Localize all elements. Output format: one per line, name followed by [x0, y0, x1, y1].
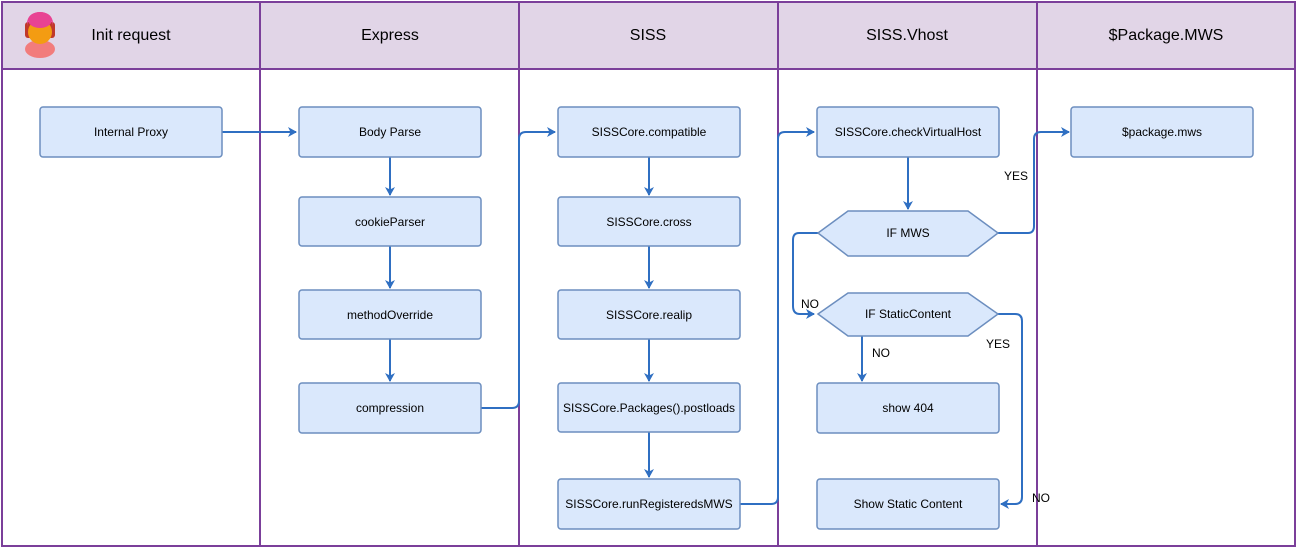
node-internal-proxy — [39, 106, 223, 158]
node-siss-realip — [557, 289, 741, 340]
node-cookie-parser — [298, 196, 482, 247]
node-siss-compatible-label: SISSCore.compatible — [592, 125, 707, 139]
node-body-parse-label: Body Parse — [359, 125, 421, 139]
node-siss-compatible — [557, 106, 741, 158]
lane-title-express: Express — [361, 27, 419, 44]
node-siss-postloads — [557, 382, 741, 433]
node-compression-label: compression — [356, 401, 424, 415]
edge-ifmws-yes-to-packagemws — [998, 127, 1070, 234]
node-show-static-content — [816, 478, 1000, 530]
node-compression — [298, 382, 482, 434]
user-avatar-icon — [25, 12, 55, 58]
node-if-static-label: IF StaticContent — [865, 307, 952, 321]
edge-ifstatic-yes-to-showstatic — [998, 313, 1023, 509]
node-siss-postloads-label: SISSCore.Packages().postloads — [563, 401, 735, 415]
edges — [222, 127, 1070, 509]
node-siss-run-mws-label: SISSCore.runRegisteredsMWS — [565, 497, 732, 511]
node-show-404-label: show 404 — [882, 401, 934, 415]
edge-label-yes-static: YES — [986, 337, 1010, 351]
edge-label-no-mws: NO — [801, 297, 819, 311]
node-method-override — [298, 289, 482, 340]
node-internal-proxy-label: Internal Proxy — [94, 125, 168, 139]
node-show-404 — [816, 382, 1000, 434]
node-siss-cross-label: SISSCore.cross — [606, 215, 691, 229]
node-siss-cross — [557, 196, 741, 247]
node-check-virtual-host-label: SISSCore.checkVirtualHost — [835, 125, 982, 139]
node-if-mws-label: IF MWS — [886, 226, 929, 240]
lane-title-init-request: Init request — [91, 27, 171, 44]
edge-ifmws-no-to-ifstatic — [792, 232, 818, 319]
node-method-override-label: methodOverride — [347, 308, 433, 322]
node-package-mws-label: $package.mws — [1122, 125, 1202, 139]
edge-label-yes-mws: YES — [1004, 169, 1028, 183]
lane-title-package-mws: $Package.MWS — [1109, 27, 1224, 44]
edge-label-no-static: NO — [872, 346, 890, 360]
node-cookie-parser-label: cookieParser — [355, 215, 425, 229]
header-band — [2, 2, 1295, 69]
edge-compression-to-compatible — [481, 127, 556, 409]
node-body-parse — [298, 106, 482, 158]
node-package-mws — [1070, 106, 1254, 158]
node-siss-run-mws — [557, 478, 741, 530]
node-siss-realip-label: SISSCore.realip — [606, 308, 692, 322]
node-check-virtual-host — [816, 106, 1000, 158]
edge-runmws-to-checkvhost — [740, 127, 815, 505]
node-show-static-content-label: Show Static Content — [854, 497, 963, 511]
node-if-static-decision — [816, 292, 1000, 337]
lane-title-siss: SISS — [630, 27, 666, 44]
edge-label-no-bottom: NO — [1032, 491, 1050, 505]
node-if-mws-decision — [816, 210, 1000, 257]
lane-title-siss-vhost: SISS.Vhost — [866, 27, 948, 44]
